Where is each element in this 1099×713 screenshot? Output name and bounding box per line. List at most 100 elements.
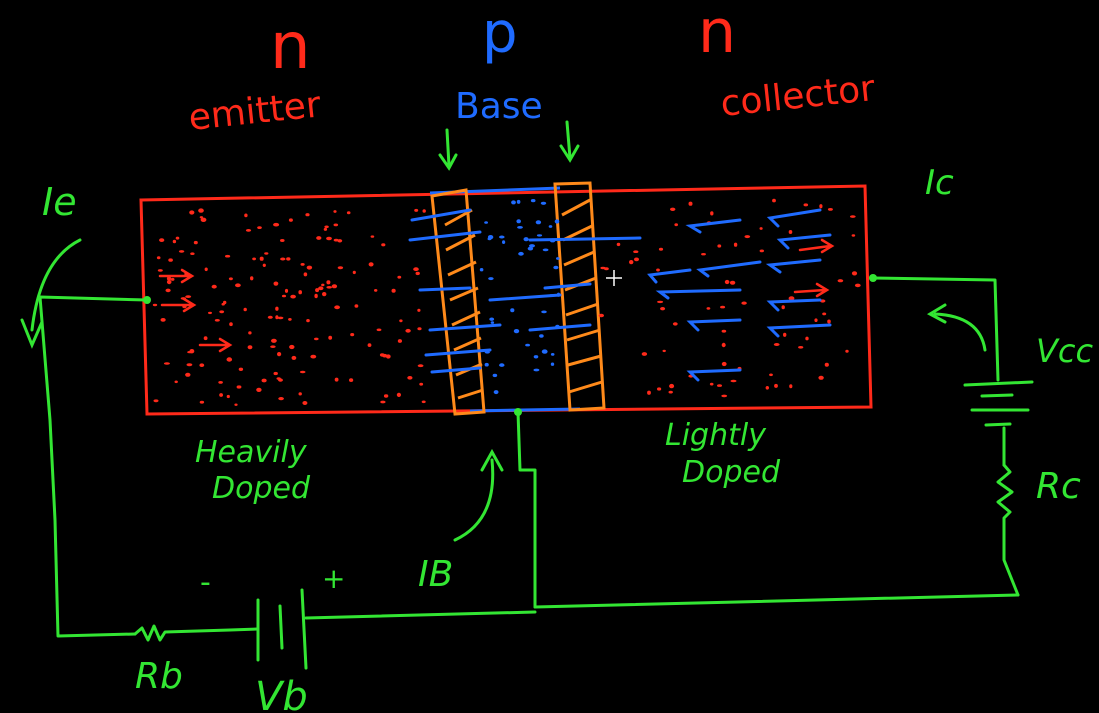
electron-dot — [382, 353, 388, 358]
electron-dot — [303, 272, 308, 277]
electron-dot — [189, 349, 195, 354]
electron-dot — [302, 401, 308, 405]
electron-dot — [306, 265, 313, 270]
electron-dot — [163, 362, 170, 365]
electron-dot — [417, 308, 421, 312]
electron-dot — [321, 283, 325, 287]
electron-dot — [688, 201, 693, 206]
hole-dot — [529, 244, 535, 248]
base-flow-arrows — [408, 208, 642, 374]
electron-dot — [262, 263, 266, 267]
electron-dot — [827, 208, 833, 211]
hole-dot — [490, 321, 495, 324]
electron-dot — [598, 313, 604, 318]
electron-dot — [417, 364, 424, 368]
emitter-name-label: emitter — [187, 84, 323, 139]
electron-dot — [672, 322, 678, 326]
hole-dot — [488, 277, 494, 281]
electron-dot — [781, 305, 785, 310]
hole-dot — [516, 219, 521, 224]
electron-dot — [211, 284, 217, 289]
electron-dot — [706, 307, 711, 310]
electron-dot — [368, 262, 374, 267]
electron-dot — [415, 271, 420, 276]
electron-dot — [238, 367, 244, 371]
electron-dot — [275, 306, 279, 311]
electron-dot — [414, 208, 419, 212]
collector-name-label: collector — [719, 68, 877, 125]
electron-dot — [383, 394, 389, 398]
base-source-label: Vb — [255, 674, 308, 713]
electron-dot — [729, 280, 736, 285]
electron-dot — [854, 283, 861, 288]
electron-dot — [323, 227, 328, 231]
electron-dot — [721, 394, 728, 398]
electron-dot — [276, 377, 281, 380]
electron-dot — [788, 230, 793, 234]
electron-dot — [381, 243, 386, 247]
electron-dot — [275, 315, 279, 320]
electron-dot — [270, 345, 276, 349]
hole-dot — [553, 265, 559, 270]
electron-dot — [717, 244, 722, 248]
electron-dot — [288, 218, 293, 222]
electron-dot — [186, 363, 193, 367]
hole-dot — [489, 317, 495, 321]
electron-dot — [278, 397, 284, 401]
electron-dot — [744, 235, 751, 239]
electron-dot — [160, 318, 166, 322]
electron-dot — [333, 210, 337, 213]
hole-dot — [493, 390, 499, 395]
collector-doping-line2: Doped — [682, 455, 781, 490]
electron-dot — [318, 286, 324, 291]
electron-dot — [190, 252, 195, 255]
electron-dot — [203, 336, 208, 341]
electron-dot — [422, 209, 426, 213]
collector-resistor-label: Rc — [1036, 466, 1081, 507]
electron-dot — [331, 284, 338, 289]
electron-dot — [670, 207, 676, 211]
collector-type-label: n — [698, 0, 736, 67]
electron-dot — [306, 319, 310, 323]
electron-dot — [669, 383, 675, 389]
collector-current-arrow — [926, 303, 987, 352]
collector-source-label: Vcc — [1036, 332, 1093, 370]
hole-dot — [541, 349, 548, 354]
electron-dot — [721, 361, 727, 367]
hole-dot — [499, 235, 505, 239]
electron-dot — [772, 198, 776, 203]
electron-dot — [819, 204, 823, 209]
electron-dot — [413, 267, 419, 272]
electron-dot — [662, 349, 666, 353]
electron-dot — [248, 331, 252, 335]
electron-dot — [289, 344, 295, 350]
electron-dot — [152, 303, 158, 307]
hole-dot — [541, 310, 547, 314]
electron-dot — [170, 277, 175, 281]
emitter-type-label: n — [270, 10, 311, 84]
electron-dot — [243, 307, 247, 312]
electron-dot — [397, 275, 402, 279]
electron-dot — [730, 379, 737, 383]
collector-red-arrows — [793, 238, 835, 298]
electron-dot — [349, 378, 354, 382]
hole-dot — [539, 334, 544, 338]
hole-dot — [533, 355, 539, 359]
electron-dot — [199, 363, 205, 368]
base-resistor-label: Rb — [135, 656, 183, 697]
electron-dot — [328, 335, 333, 340]
electron-dot — [774, 383, 778, 388]
electron-dot — [407, 376, 413, 380]
junction-arrow-left — [438, 128, 458, 171]
electron-dot — [733, 242, 738, 247]
electron-dot — [851, 271, 858, 276]
emitter-base-junction — [430, 188, 486, 416]
electron-dot — [419, 382, 424, 386]
electron-dot — [657, 387, 662, 391]
electron-dot — [417, 327, 422, 331]
electron-dot — [773, 343, 780, 346]
hole-dot — [540, 201, 547, 205]
electron-dot — [421, 400, 426, 404]
electron-dot — [273, 222, 280, 227]
